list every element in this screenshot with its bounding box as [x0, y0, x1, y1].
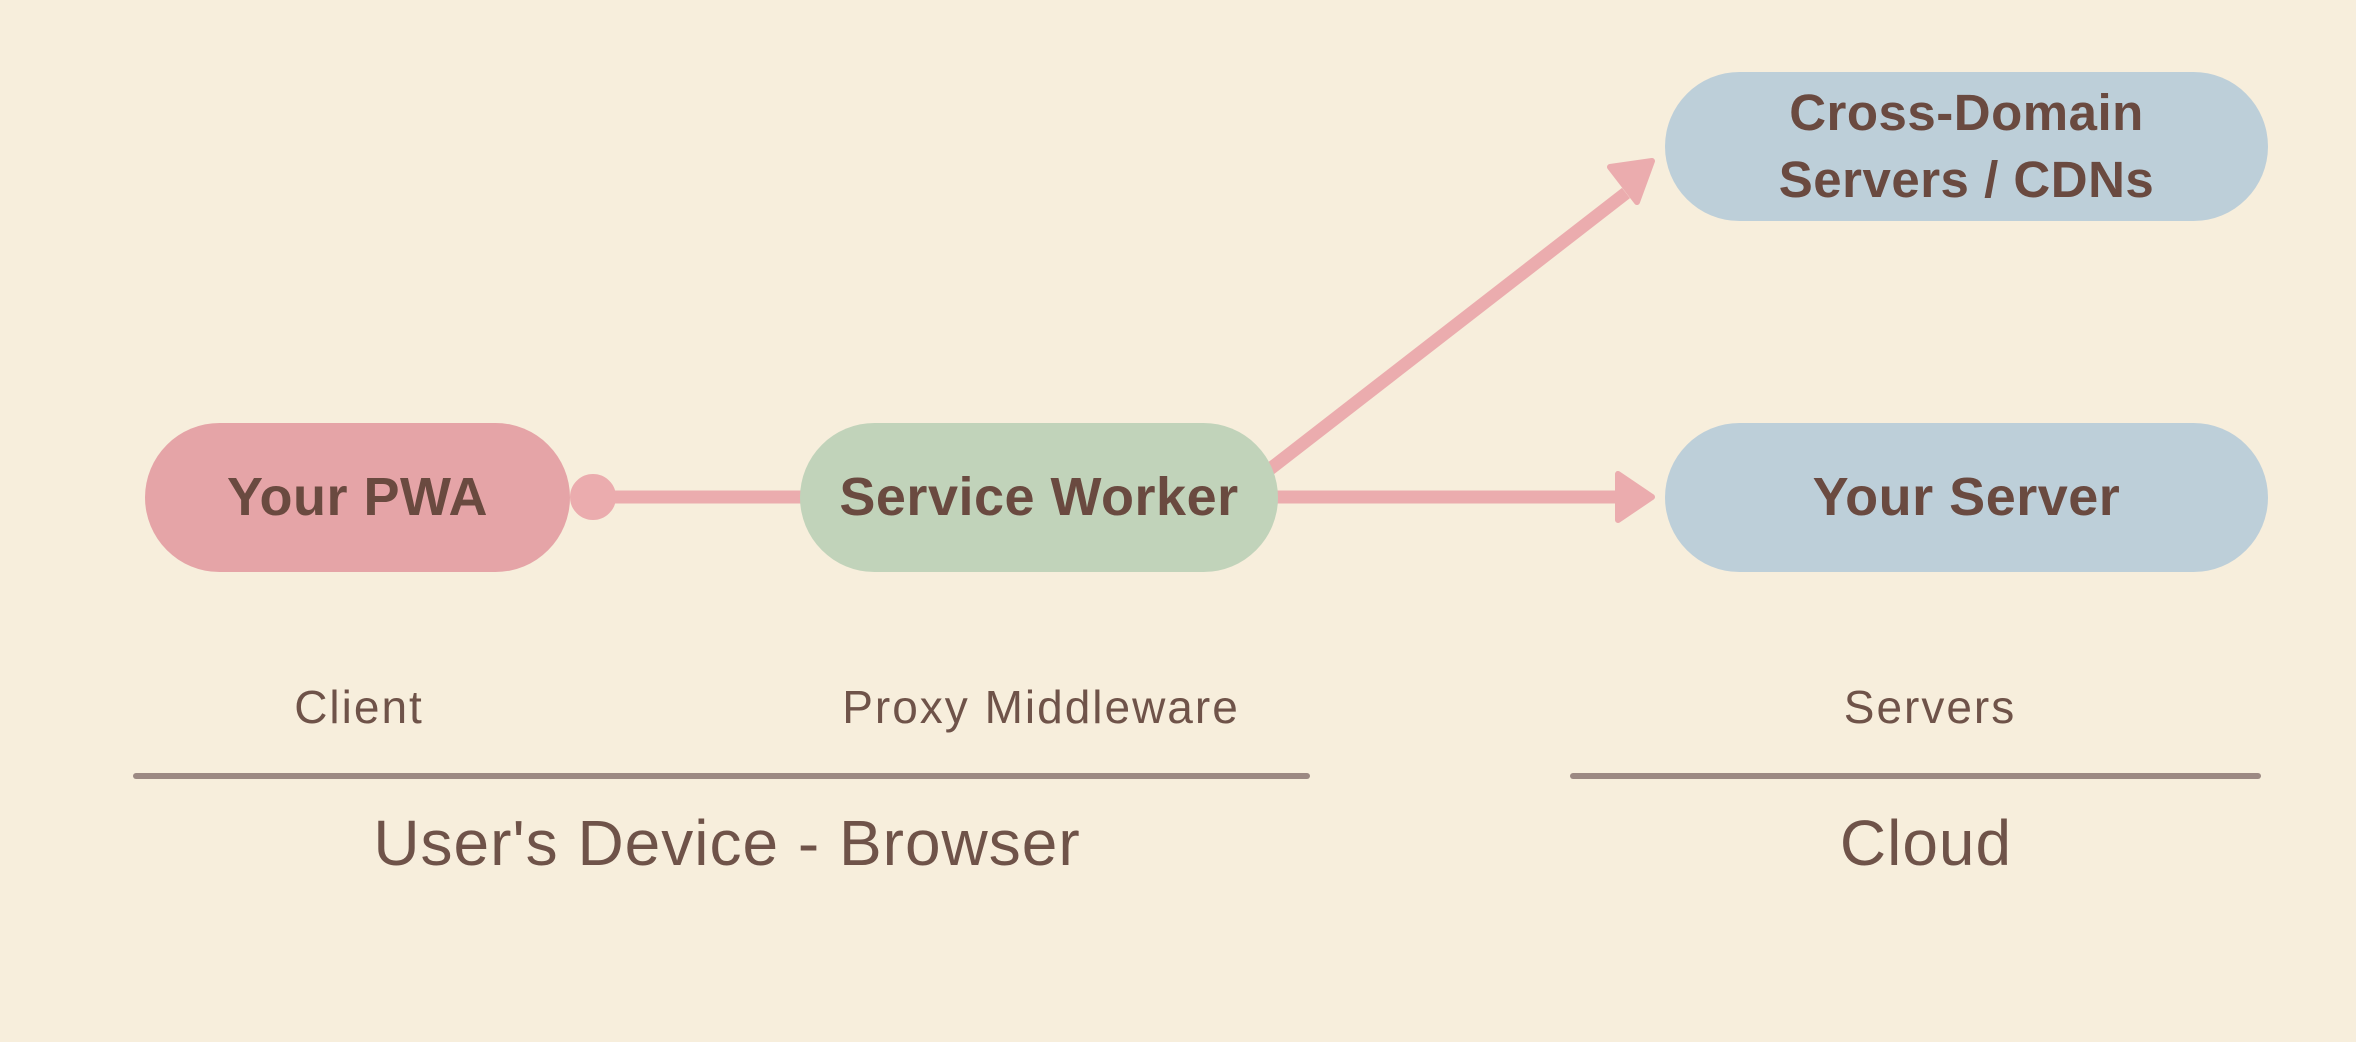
node-label: Your PWA [226, 466, 488, 527]
node-label: Your Server [1812, 466, 2121, 527]
node-your-pwa: Your PWA [145, 423, 570, 572]
label-users-device-browser: User's Device - Browser [373, 807, 1081, 879]
connector-service-worker-to-cross-domain [1248, 187, 1630, 489]
connector-dot [570, 474, 616, 520]
label-servers: Servers [1843, 681, 2017, 733]
node-service-worker: Service Worker [800, 423, 1278, 572]
node-your-server: Your Server [1665, 423, 2268, 572]
node-label: Servers / CDNs [1778, 150, 2155, 208]
node-label: Service Worker [839, 466, 1239, 527]
node-cross-domain-servers: Cross-Domain Servers / CDNs [1665, 72, 2268, 221]
node-label: Cross-Domain [1789, 84, 2144, 142]
label-cloud: Cloud [1839, 807, 2013, 879]
label-client: Client [294, 681, 424, 733]
label-proxy-middleware: Proxy Middleware [842, 681, 1240, 733]
arrowhead-right-icon [1615, 471, 1655, 523]
arrowhead-up-right-icon [1607, 158, 1655, 205]
